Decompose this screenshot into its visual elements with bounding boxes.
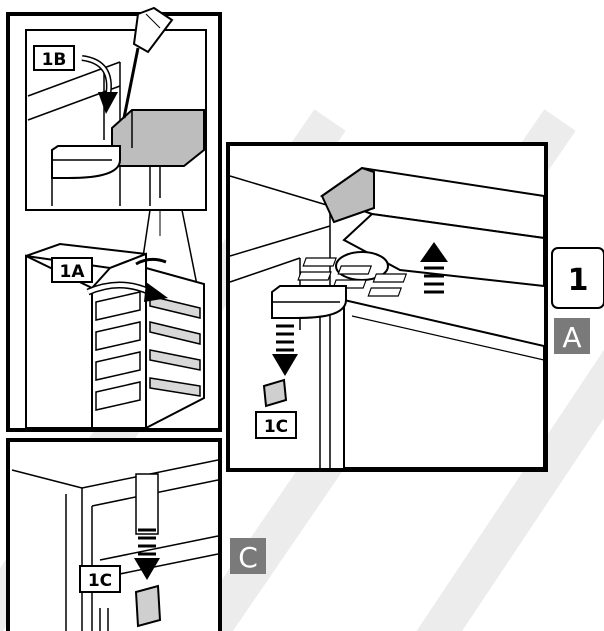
dashed-down-arrow-detail-icon <box>134 528 160 580</box>
figure-number-box: 1 <box>551 247 604 309</box>
label-step-1c-main: 1C <box>255 411 297 439</box>
label-step-1a: 1A <box>51 257 93 283</box>
panel-1c-detail: 1C <box>6 438 222 631</box>
label-step-1b-text: 1B <box>42 50 67 70</box>
screwdriver-icon <box>122 6 174 119</box>
panel-1a-1b: 1B <box>6 6 222 432</box>
fridge-open-door <box>25 242 205 430</box>
door-swing-arrow-icon <box>86 281 168 302</box>
dashed-up-arrow-icon <box>420 242 448 294</box>
figure-number-text: 1 <box>568 263 589 298</box>
label-step-1c-detail: 1C <box>79 565 121 593</box>
label-step-1c-main-text: 1C <box>264 417 288 437</box>
badge-a: A <box>554 318 590 354</box>
badge-c-text: C <box>238 541 258 574</box>
label-step-1b: 1B <box>33 45 75 71</box>
badge-c: C <box>230 538 266 574</box>
dashed-down-arrow-icon <box>272 324 298 376</box>
label-step-1a-text: 1A <box>60 262 86 282</box>
label-step-1c-detail-text: 1C <box>88 571 112 591</box>
badge-a-text: A <box>562 321 581 354</box>
curved-arrow-icon <box>81 55 118 114</box>
panel-1c-main: 1C <box>226 142 548 472</box>
